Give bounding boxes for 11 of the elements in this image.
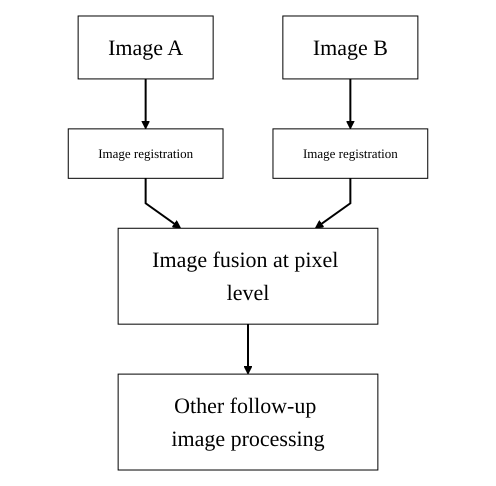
node-box: Image registration: [68, 128, 224, 179]
arrow: [244, 324, 252, 374]
arrow: [141, 78, 150, 130]
node-box: Image A: [78, 16, 214, 80]
node-box: Image registration: [272, 128, 428, 179]
arrow: [144, 178, 182, 229]
arrow: [314, 178, 352, 229]
node-box: Other follow-up image processing: [118, 374, 378, 470]
node-box: Image fusion at pixel level: [118, 228, 378, 325]
arrow: [346, 78, 355, 130]
node-box: Image B: [282, 16, 418, 80]
